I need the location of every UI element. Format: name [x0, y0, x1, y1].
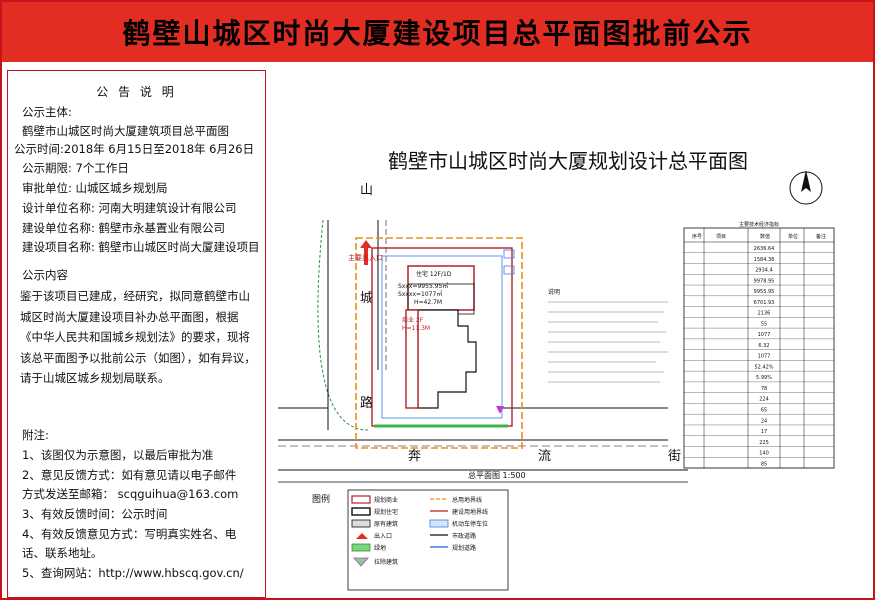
- entrance-label: 主要出入口: [348, 253, 383, 262]
- svg-text:住宅 12F/1D: 住宅 12F/1D: [416, 270, 452, 278]
- table-value: 55: [761, 321, 767, 327]
- svg-text:规划道路: 规划道路: [452, 544, 476, 552]
- svg-text:市政道路: 市政道路: [452, 532, 476, 540]
- svg-text:建设用地界线: 建设用地界线: [452, 508, 488, 516]
- site-boundary: [355, 237, 523, 449]
- road-west-char: 山: [360, 183, 373, 198]
- publicity-duration: 公示期限: 7个工作日: [22, 161, 129, 175]
- content-label: 公示内容: [22, 268, 68, 282]
- design-unit: 设计单位名称: 河南大明建筑设计有限公司: [22, 201, 237, 215]
- notes-label: 附注:: [22, 428, 49, 442]
- table-value: 9955.95: [754, 289, 775, 295]
- table-value: 24: [761, 418, 767, 424]
- internal-road: [381, 255, 503, 419]
- note-line: 3、有效反馈时间：公示时间: [22, 507, 168, 521]
- note-line: 4、有效反馈意见方式：写明真实姓名、电: [22, 527, 237, 541]
- table-value: 2136: [758, 311, 771, 317]
- table-value: 2934.4: [755, 268, 773, 274]
- table-value: 6701.93: [754, 300, 775, 306]
- table-value: 1077: [758, 354, 771, 360]
- site-plan-svg: 鹤壁市山城区时尚大厦规划设计总平面图 山 城 路 奔 流 街: [278, 149, 835, 591]
- svg-text:项目: 项目: [716, 234, 726, 240]
- table-value: 2636.64: [754, 246, 775, 252]
- technical-table: 主要技术经济指标 序号 项目 数值 单位 备注 2636.64 1584.38 29…: [683, 221, 835, 469]
- svg-text:Sxxxx=1077㎡: Sxxxx=1077㎡: [398, 290, 442, 298]
- table-value: 1077: [758, 332, 771, 338]
- svg-text:商业 2F: 商业 2F: [402, 316, 424, 324]
- parking-spaces: [496, 249, 515, 414]
- svg-text:出入口: 出入口: [374, 532, 392, 540]
- svg-text:H=42.7M: H=42.7M: [414, 299, 442, 306]
- residential-tower: 住宅 12F/1D Sxxx=9955.95㎡ Sxxxx=1077㎡ H=42…: [398, 265, 475, 315]
- table-value: 225: [759, 440, 769, 446]
- north-arrow-icon: [789, 170, 823, 205]
- svg-text:规划商业: 规划商业: [374, 496, 398, 504]
- note-line: 2、意见反馈方式：如有意见请以电子邮件: [22, 468, 237, 482]
- notice-panel: 公 告 说 明 公示主体: 鹤壁市山城区时尚大厦建筑项目总平面图 公示时间:20…: [7, 70, 266, 598]
- site-plan-drawing: 鹤壁市山城区时尚大厦规划设计总平面图 山 城 路 奔 流 街: [268, 70, 871, 596]
- table-value: 78: [761, 386, 767, 392]
- svg-text:Sxxx=9955.95㎡: Sxxx=9955.95㎡: [398, 282, 448, 290]
- subject-label: 公示主体:: [22, 105, 72, 119]
- road-west-char: 城: [360, 291, 373, 306]
- commercial-podium: 商业 2F H=11.3M: [402, 309, 477, 409]
- svg-text:机动车停车位: 机动车停车位: [452, 520, 488, 528]
- table-value: 5.99%: [756, 375, 772, 381]
- legend: 规划商业 总用地界线 规划住宅 建设用地界线 原有建筑 机动车停车位 出入口 市…: [347, 489, 509, 591]
- road-south-char: 街: [668, 449, 681, 464]
- subject-value: 鹤壁市山城区时尚大厦建筑项目总平面图: [22, 124, 229, 138]
- table-value: 65: [761, 408, 767, 414]
- svg-text:绿地: 绿地: [374, 544, 386, 552]
- construction-unit: 建设单位名称: 鹤壁市永基置业有限公司: [22, 221, 226, 235]
- road-west-char: 路: [360, 395, 373, 411]
- notes-title: 说明: [548, 288, 560, 296]
- plan-title: 鹤壁市山城区时尚大厦规划设计总平面图: [388, 149, 748, 173]
- svg-text:H=11.3M: H=11.3M: [402, 325, 430, 332]
- svg-text:原有建筑: 原有建筑: [374, 520, 398, 528]
- table-value: 140: [759, 451, 769, 457]
- svg-text:规划住宅: 规划住宅: [374, 508, 398, 516]
- svg-text:备注: 备注: [816, 233, 826, 240]
- road-south-char: 流: [538, 449, 551, 464]
- table-value: 224: [759, 397, 769, 403]
- project-name: 建设项目名称: 鹤壁市山城区时尚大厦建设项目: [22, 240, 260, 254]
- entrance-arrow-icon: [360, 240, 372, 265]
- south-road: [278, 407, 688, 483]
- content-body: 鉴于该项目已建成，经研究，拟同意鹤壁市山城区时尚大厦建设项目补办总平面图，根据《…: [20, 289, 256, 385]
- table-value: 6.32: [758, 343, 769, 349]
- table-value: 9978.95: [754, 278, 775, 284]
- svg-text:单位: 单位: [788, 233, 798, 240]
- publicity-period: 公示时间:2018年 6月15日至2018年 6月26日: [14, 142, 255, 156]
- svg-text:序号: 序号: [692, 233, 702, 240]
- svg-text:拉除建筑: 拉除建筑: [374, 558, 398, 566]
- west-road: [317, 219, 387, 431]
- notice-header: 公 告 说 明: [96, 85, 177, 99]
- table-value: 52.42%: [754, 364, 773, 370]
- svg-text:数值: 数值: [760, 233, 770, 240]
- legend-title: 图例: [312, 493, 330, 505]
- note-line: 话、联系地址。: [22, 546, 103, 560]
- road-south-char: 奔: [408, 449, 421, 464]
- note-line: 1、该图仅为示意图，以最后审批为准: [22, 448, 214, 462]
- svg-text:主要技术经济指标: 主要技术经济指标: [739, 221, 779, 228]
- approval-unit: 审批单位: 山城区城乡规划局: [22, 181, 168, 195]
- note-line: 5、查询网站：http://www.hbscq.gov.cn/: [22, 566, 244, 580]
- page-title: 鹤壁山城区时尚大厦建设项目总平面图批前公示: [2, 2, 873, 62]
- scale-label: 总平面图 1:500: [468, 470, 526, 480]
- table-value: 17: [761, 429, 767, 435]
- svg-text:总用地界线: 总用地界线: [452, 496, 482, 504]
- table-value: 85: [761, 461, 767, 467]
- table-value: 1584.38: [754, 257, 775, 263]
- notes-lines: [548, 301, 668, 383]
- note-line: 方式发送至邮箱： scqguihua@163.com: [22, 487, 239, 501]
